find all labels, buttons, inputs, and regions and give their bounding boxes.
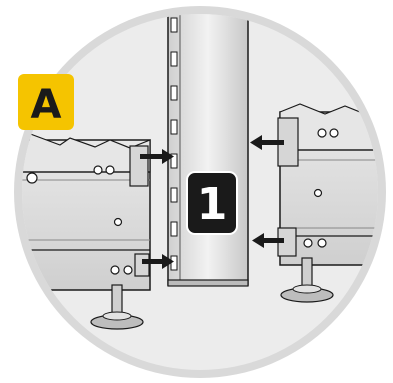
upright-post xyxy=(168,0,248,286)
section-letter-label: A xyxy=(31,82,62,128)
step-number-label: 1 xyxy=(197,179,228,230)
section-letter-badge: A xyxy=(18,74,74,130)
step-number-badge: 1 xyxy=(187,172,237,234)
